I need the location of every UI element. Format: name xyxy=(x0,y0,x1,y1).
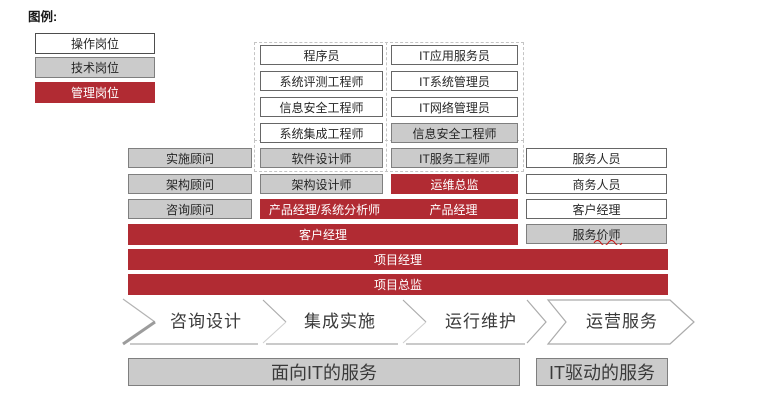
bar-product-manager: 产品经理/系统分析师 产品经理 xyxy=(260,199,518,219)
box-software-designer: 软件设计师 xyxy=(260,148,383,168)
box-business-staff: 商务人员 xyxy=(526,174,667,194)
box-service-pricer: 服务价师 xyxy=(526,224,667,244)
chevron3-notch-top xyxy=(402,299,427,323)
chevron2-notch-bottom xyxy=(262,321,287,344)
footer-it-oriented-services: 面向IT的服务 xyxy=(128,358,520,386)
chevron2-notch-top xyxy=(262,299,287,323)
bar-project-director: 项目总监 xyxy=(128,274,668,295)
spellcheck-underline-icon xyxy=(593,240,623,245)
box-it-app-operator: IT应用服务员 xyxy=(391,45,518,65)
box-architecture-consultant: 架构顾问 xyxy=(128,174,252,194)
bar-project-manager: 项目经理 xyxy=(128,249,668,270)
chevron3-notch-bottom xyxy=(402,321,427,344)
legend-box-operation: 操作岗位 xyxy=(35,33,155,54)
box-it-system-admin: IT系统管理员 xyxy=(391,71,518,91)
box-service-staff: 服务人员 xyxy=(526,148,667,168)
box-it-network-admin: IT网络管理员 xyxy=(391,97,518,117)
box-account-manager: 客户经理 xyxy=(526,199,667,219)
chevron1-notch-top xyxy=(122,298,156,323)
box-consulting-consultant: 咨询顾问 xyxy=(128,199,252,219)
stage-operation-maintenance: 运行维护 xyxy=(445,312,517,331)
chevron1-notch-bottom xyxy=(122,320,156,346)
chevron3-tip xyxy=(526,299,547,344)
stage-consult-design: 咨询设计 xyxy=(170,312,242,331)
box-info-security-engineer: 信息安全工程师 xyxy=(260,97,383,117)
bar-account-manager: 客户经理 xyxy=(128,224,518,245)
box-it-service-engineer: IT服务工程师 xyxy=(391,148,518,168)
box-system-integration-engineer: 系统集成工程师 xyxy=(260,123,383,143)
box-implementation-consultant: 实施顾问 xyxy=(128,148,252,168)
footer-it-driven-services: IT驱动的服务 xyxy=(536,358,668,386)
box-ops-director: 运维总监 xyxy=(391,174,518,194)
stage-operation-service: 运营服务 xyxy=(586,312,658,331)
box-architecture-designer: 架构设计师 xyxy=(260,174,383,194)
dashed-group-outline-bottom xyxy=(254,140,524,172)
bar-product-manager-analyst-label: 产品经理/系统分析师 xyxy=(268,202,381,217)
process-arrows xyxy=(122,298,695,346)
legend-title: 图例: xyxy=(28,10,58,24)
legend-box-management: 管理岗位 xyxy=(35,82,155,103)
stage-integration-implementation: 集成实施 xyxy=(304,312,376,331)
box-evaluation-engineer: 系统评测工程师 xyxy=(260,71,383,91)
chevron4-shape xyxy=(546,299,695,345)
bar-product-manager-label: 产品经理 xyxy=(429,202,478,217)
dashed-column-divider xyxy=(386,42,387,172)
box-info-security-engineer-ops: 信息安全工程师 xyxy=(391,123,518,143)
legend-box-technical: 技术岗位 xyxy=(35,57,155,78)
box-programmer: 程序员 xyxy=(260,45,383,65)
